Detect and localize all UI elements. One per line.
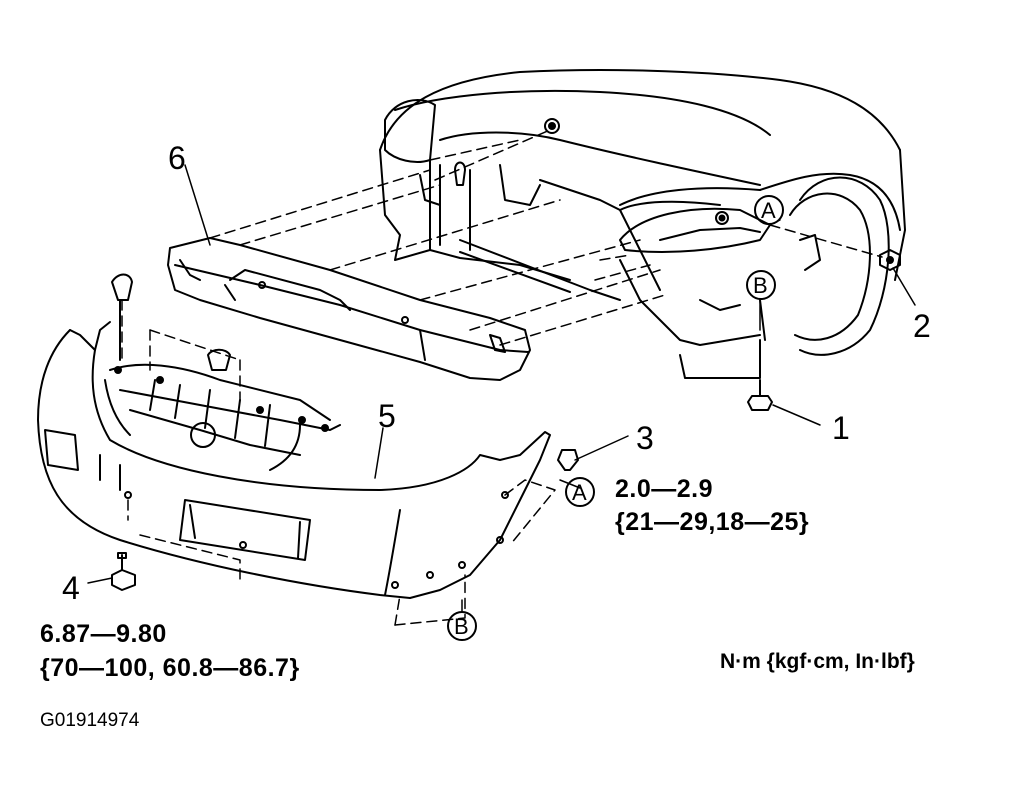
callout-6: 6 [168,140,186,176]
ref-a-bottom-circle [565,477,595,507]
front-bumper-fascia [37,321,551,599]
ref-b-top: B [753,273,768,298]
ref-a-top-circle [754,195,784,225]
alignment-lines [121,129,883,626]
reference-circles [447,195,784,641]
fastener-clips [111,249,901,591]
torque-part4-line2: {70—100, 60.8—86.7} [40,654,300,682]
callout-4: 4 [62,570,80,606]
bumper-reinforcement [167,237,531,381]
units-note: N·m {kgf·cm, In·lbf} [720,650,915,673]
ref-b-bottom: B [454,614,469,639]
torque-part3-line1: 2.0—2.9 [615,475,714,503]
ref-a-bottom: A [572,480,587,505]
torque-part3-line2: {21—29,18—25} [615,508,810,536]
torque-part4-line1: 6.87—9.80 [40,620,167,648]
callout-1: 1 [832,410,850,446]
figure-id: G01914974 [40,710,140,731]
ref-b-bottom-circle [447,611,477,641]
ref-b-top-circle [746,270,776,300]
ref-a-top: A [761,198,776,223]
vehicle-body [379,69,906,379]
callout-3: 3 [636,420,654,456]
callout-5: 5 [378,398,396,434]
callout-2: 2 [913,308,931,344]
